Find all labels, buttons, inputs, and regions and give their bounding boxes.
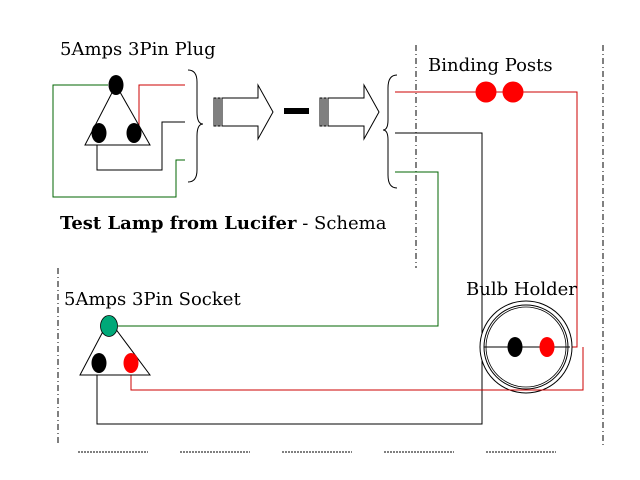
socket-group (79, 315, 151, 376)
binding-posts-label: Binding Posts (428, 55, 553, 76)
plug-earth-wire (52, 84, 185, 198)
cable-bracket (382, 74, 398, 189)
plug-neutral-wire-right (161, 121, 185, 132)
plug-neutral-pin (91, 123, 107, 143)
bulb-holder-label: Bulb Holder (466, 279, 577, 300)
guide-lines (57, 45, 604, 445)
plug-group (52, 69, 204, 198)
plug-live-wire (138, 84, 185, 132)
neutral-wire-main (96, 132, 483, 425)
diagram-title: Test Lamp from Lucifer - Schema (60, 215, 386, 233)
binding-post-2 (502, 81, 524, 103)
diagram-title-rest: - Schema (296, 213, 387, 234)
live-wire-bulb-to-socket (130, 347, 584, 391)
plug-live-pin (126, 123, 142, 143)
socket-earth-pin (100, 315, 118, 337)
socket-live-pin (123, 353, 139, 373)
plug-earth-pin (108, 75, 124, 95)
diagram-title-bold: Test Lamp from Lucifer (60, 213, 297, 234)
bulb-holder-live-contact (539, 337, 555, 357)
socket-neutral-pin (91, 353, 107, 373)
arrow-right-icon (319, 83, 380, 141)
plug-neutral-wire-left (96, 132, 163, 171)
bulb-holder-group (479, 300, 573, 394)
socket-label: 5Amps 3Pin Socket (64, 289, 241, 310)
plug-label: 5Amps 3Pin Plug (60, 39, 216, 60)
dash-icon (284, 108, 309, 114)
arrow-left-icon (213, 83, 274, 141)
binding-post-1 (475, 81, 497, 103)
plug-bracket (187, 69, 204, 183)
bulb-holder-neutral-contact (507, 337, 523, 357)
earth-wire-to-socket (118, 171, 439, 327)
